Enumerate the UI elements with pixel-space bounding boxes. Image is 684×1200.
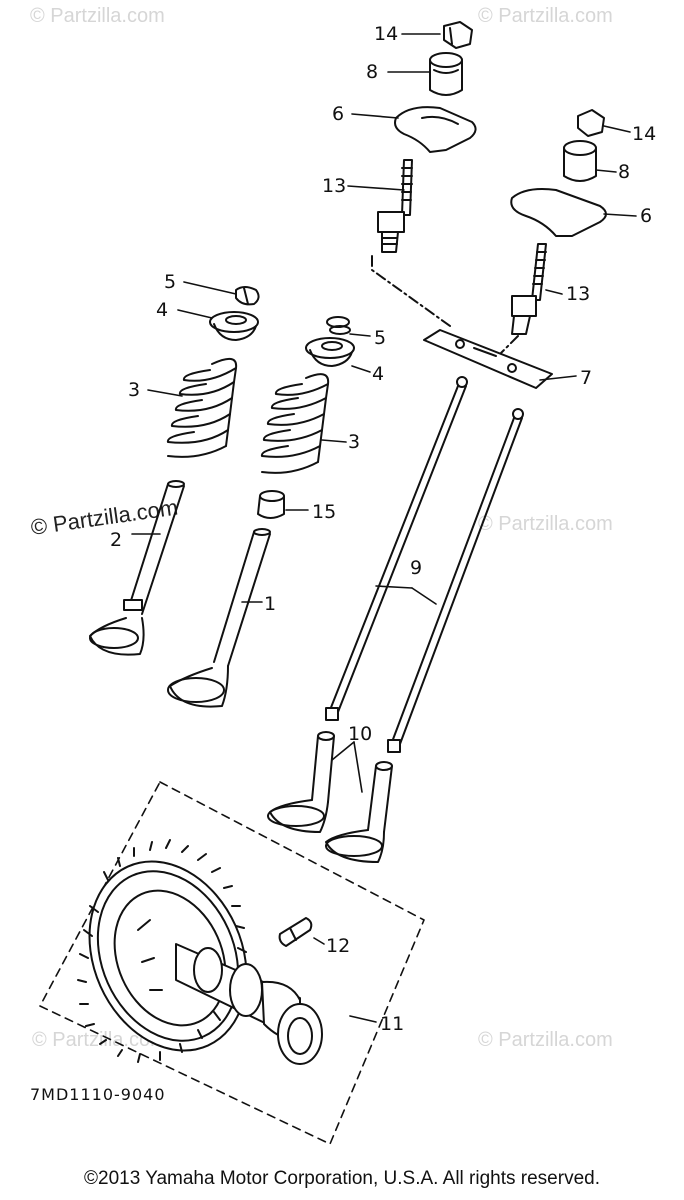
stud-13-upper	[377, 159, 413, 253]
guide-plate-7	[423, 329, 553, 389]
callout-4-right: 4	[372, 363, 384, 385]
stem-seal-15	[257, 490, 285, 519]
callout-1: 1	[264, 593, 276, 615]
callout-13-upper: 13	[322, 175, 346, 197]
callout-3-left: 3	[128, 379, 140, 401]
camshaft-group-frame	[39, 781, 425, 1145]
callout-6-upper: 6	[332, 103, 344, 125]
camshaft-gear-11	[77, 839, 248, 1063]
callout-7: 7	[580, 367, 592, 389]
pivot-8-upper	[429, 52, 463, 96]
callout-15: 15	[312, 501, 336, 523]
callout-13-right: 13	[566, 283, 590, 305]
stud-13-right	[511, 243, 547, 335]
assembly-leader-lower	[497, 335, 519, 357]
spring-retainer-4-right	[305, 337, 355, 367]
callout-14-upper: 14	[374, 23, 398, 45]
callout-3-right: 3	[348, 431, 360, 453]
tappet-10-right	[325, 761, 393, 863]
camshaft-11	[175, 943, 323, 1065]
push-rod-9-right	[387, 408, 524, 753]
callout-8-right: 8	[618, 161, 630, 183]
copyright-notice: ©2013 Yamaha Motor Corporation, U.S.A. A…	[84, 1168, 600, 1189]
push-rod-9-left	[325, 376, 468, 721]
watermark-bottom-right: © Partzilla.com	[478, 1029, 613, 1051]
watermark-top-left: © Partzilla.com	[30, 5, 165, 27]
dowel-pin-12	[278, 917, 313, 947]
callout-11: 11	[380, 1013, 404, 1035]
nut-14-upper	[443, 21, 473, 49]
valve-cotter-5-left	[235, 286, 260, 306]
callout-2: 2	[110, 529, 122, 551]
valve-spring-3-left	[166, 357, 238, 458]
callout-8-upper: 8	[366, 61, 378, 83]
assembly-leader-upper	[371, 255, 451, 327]
watermark-bottom-left: © Partzilla.com	[32, 1029, 167, 1051]
callout-4-left: 4	[156, 299, 168, 321]
callout-6-right: 6	[640, 205, 652, 227]
rocker-arm-6-right	[510, 188, 607, 237]
nut-14-right	[577, 109, 605, 137]
watermark-top-right: © Partzilla.com	[478, 5, 613, 27]
valve-spring-3-right	[260, 373, 330, 474]
diagram-code: 7MD1110-9040	[30, 1085, 166, 1104]
valve-2-exhaust	[89, 480, 185, 656]
callout-9: 9	[410, 557, 422, 579]
callout-leaders	[131, 33, 637, 1023]
watermark-mid-right: © Partzilla.com	[478, 513, 613, 535]
callout-10: 10	[348, 723, 372, 745]
valve-1-intake	[167, 528, 271, 708]
spring-retainer-4-left	[209, 311, 259, 341]
callout-5-left: 5	[164, 271, 176, 293]
callout-12: 12	[326, 935, 350, 957]
callout-14-right: 14	[632, 123, 656, 145]
tappet-10-left	[267, 731, 335, 833]
pivot-8-right	[563, 140, 597, 182]
callout-5-right: 5	[374, 327, 386, 349]
valve-cotter-5-right	[326, 316, 351, 335]
rocker-arm-6-upper	[394, 106, 477, 153]
